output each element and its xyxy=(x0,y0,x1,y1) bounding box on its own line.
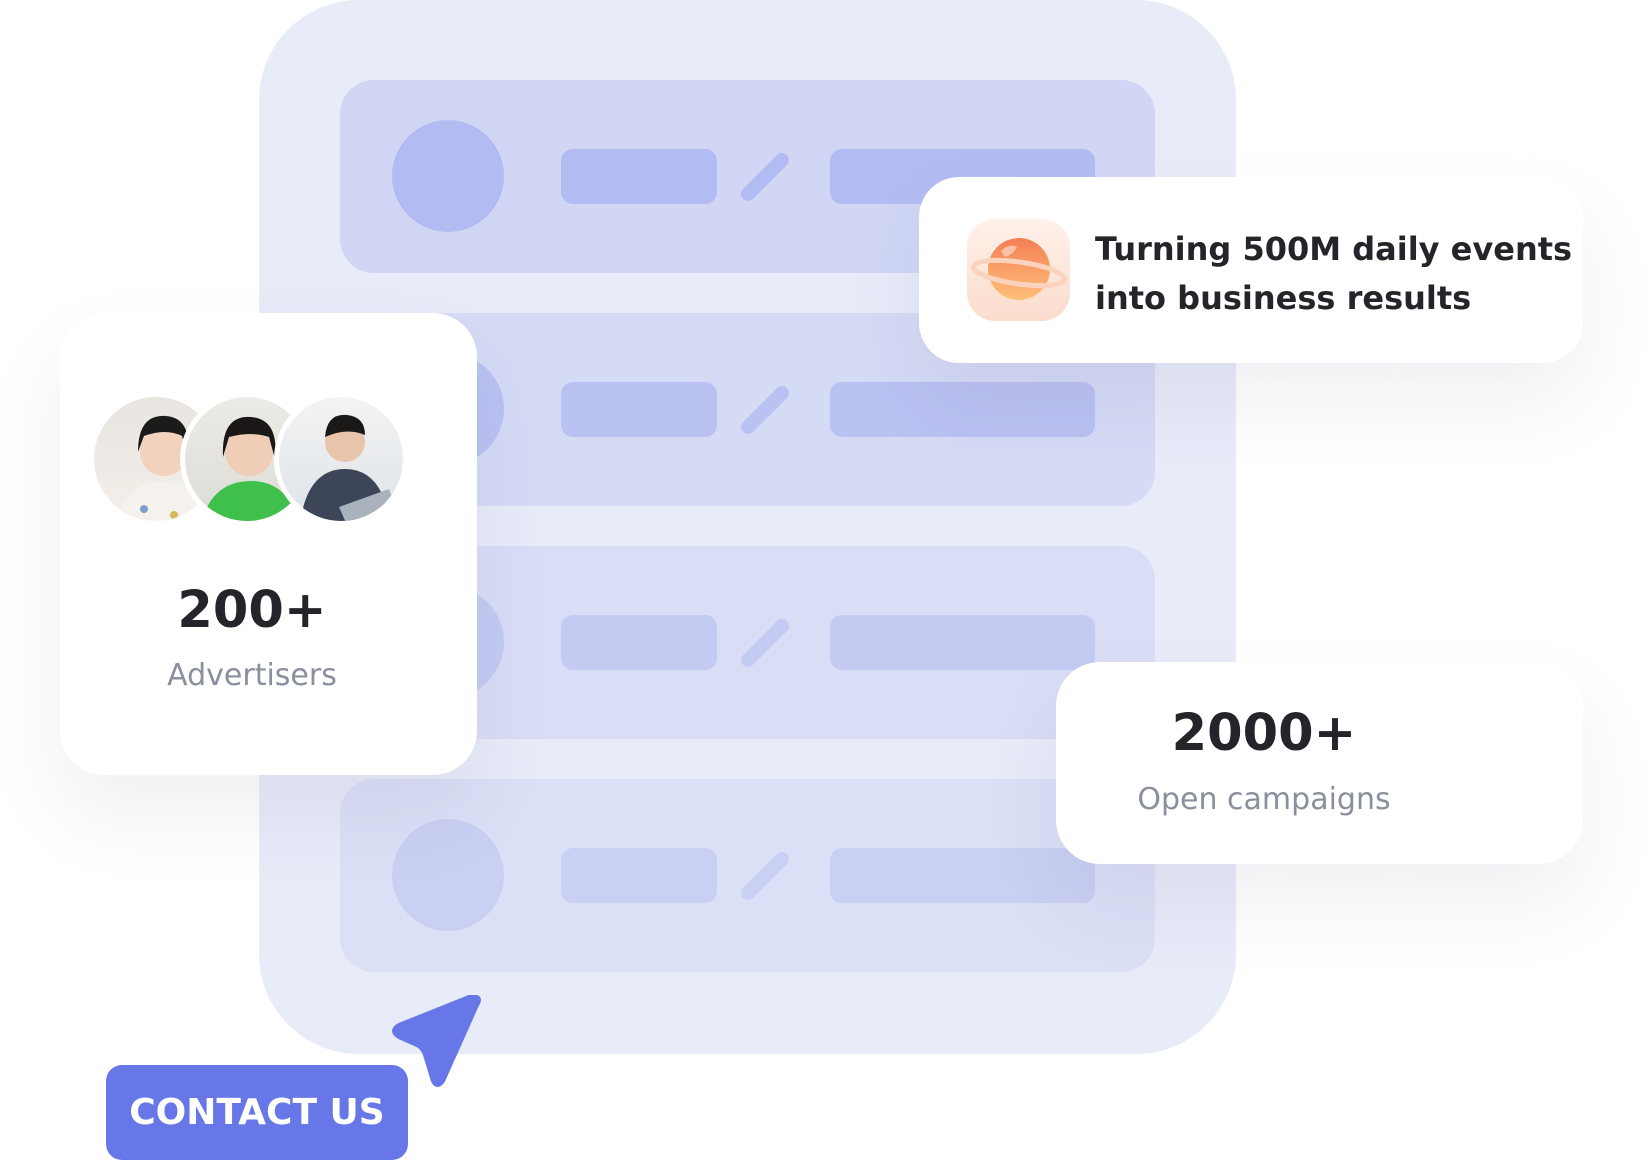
headline-card: Turning 500M daily events into business … xyxy=(919,177,1583,363)
campaigns-label: Open campaigns xyxy=(1137,782,1391,817)
placeholder-bar xyxy=(561,848,717,903)
contact-us-button[interactable]: CONTACT US xyxy=(106,1065,408,1160)
placeholder-bar xyxy=(561,615,717,670)
placeholder-slash xyxy=(738,150,792,204)
campaigns-card: 2000+ Open campaigns xyxy=(1056,662,1583,864)
advertisers-label: Advertisers xyxy=(167,658,337,693)
placeholder-bar xyxy=(830,382,1095,437)
advertisers-card: 200+ Advertisers xyxy=(60,313,477,775)
campaigns-count: 2000+ xyxy=(1171,704,1357,763)
placeholder-row xyxy=(340,779,1155,972)
advertisers-count: 200+ xyxy=(177,581,327,640)
placeholder-bar xyxy=(830,848,1095,903)
headline-line-1: Turning 500M daily events xyxy=(1095,230,1573,268)
placeholder-bar xyxy=(561,149,717,204)
placeholder-bar xyxy=(561,382,717,437)
avatar-man-laptop xyxy=(274,392,408,526)
placeholder-slash xyxy=(738,849,792,903)
send-arrow-icon xyxy=(385,994,485,1099)
placeholder-slash xyxy=(738,383,792,437)
placeholder-avatar xyxy=(392,819,504,931)
placeholder-avatar xyxy=(392,120,504,232)
headline-line-2: into business results xyxy=(1095,279,1472,317)
placeholder-slash xyxy=(738,616,792,670)
placeholder-bar xyxy=(830,615,1095,670)
planet-icon xyxy=(967,219,1070,321)
